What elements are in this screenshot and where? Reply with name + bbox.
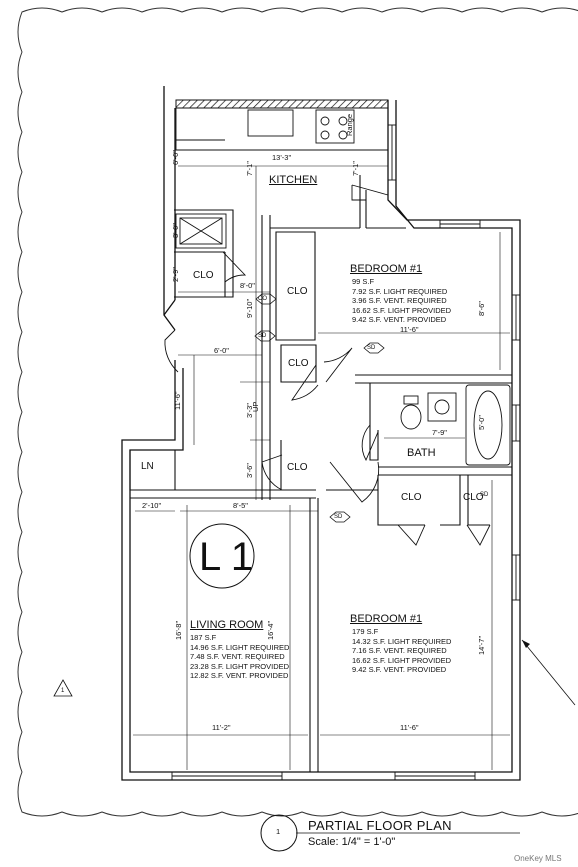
linen-closet-label: LN	[141, 461, 154, 472]
dim-kitchen-depth: 6'-0"	[171, 150, 180, 165]
closet-label-4: CLO	[287, 462, 308, 473]
unit-label: L 1	[199, 535, 254, 579]
dim-kitchen-width: 13'-3"	[272, 153, 292, 162]
dim-living-16-8: 16'-8"	[174, 620, 183, 640]
living-room-label: LIVING ROOM	[190, 619, 264, 631]
interior-walls	[129, 175, 512, 772]
dim-bath-depth: 5'-0"	[477, 415, 486, 430]
watermark: OneKey MLS	[514, 854, 562, 863]
dim-ln-2-10: 2'-10"	[142, 501, 162, 510]
kitchen-top-wall	[175, 99, 389, 109]
bedroom-top-notes: 99 S.F 7.92 S.F. LIGHT REQUIRED 3.96 S.F…	[352, 277, 452, 324]
closet-label-5: CLO	[401, 492, 422, 503]
bath-label: BATH	[407, 447, 436, 459]
dim-living-16-4: 16'-4"	[266, 620, 275, 640]
revision-marker-number: 1	[61, 688, 65, 694]
bath-fixtures	[400, 384, 511, 466]
smoke-detector-tag-3: SD	[334, 514, 343, 520]
closet-label-1: CLO	[193, 270, 214, 281]
dim-hall-11-6: 11'-6"	[173, 391, 182, 410]
dim-hall-9-10: 9'-10"	[245, 298, 254, 318]
dim-hall-3-0: 3'-0"	[171, 223, 180, 238]
dim-bath-width: 7'-9"	[432, 428, 447, 437]
dim-bedroom-top-depth: 8'-6"	[477, 301, 486, 316]
revision-triangle	[53, 679, 73, 697]
dim-bedroom-top-width: 11'-6"	[400, 325, 419, 334]
kitchen-label: KITCHEN	[269, 174, 318, 186]
dim-clo-8-0: 8'-0"	[240, 281, 255, 290]
drawing-scale: Scale: 1/4" = 1'-0"	[308, 836, 396, 848]
door-swings	[164, 251, 491, 546]
smoke-detector-tag-1: SD	[258, 333, 267, 339]
windows	[171, 124, 521, 781]
leader-arrow	[521, 639, 576, 706]
shaft-box	[175, 213, 227, 249]
closet-label-6: CLO	[463, 492, 484, 503]
dim-hall-3-6: 3'-6"	[245, 463, 254, 478]
unit-circle	[189, 523, 255, 589]
smoke-detector-tag-2: SD	[367, 345, 376, 351]
dim-kitchen-left: 7'-1"	[245, 161, 254, 176]
kitchen-fixtures	[175, 108, 389, 201]
dim-hall-6-0: 6'-0"	[214, 346, 229, 355]
dim-living-width: 11'-2"	[212, 723, 231, 732]
dim-clo-2-9: 2'-9"	[171, 267, 180, 282]
drawing-title: PARTIAL FLOOR PLAN	[308, 818, 452, 833]
dim-bedroom-bottom-width: 11'-6"	[400, 723, 419, 732]
dim-kitchen-right: 7'-1"	[351, 161, 360, 176]
closet-label-2: CLO	[287, 286, 308, 297]
stair-up-tag: UP	[251, 401, 260, 412]
closet-label-3: CLO	[288, 358, 309, 369]
dim-bedroom-bottom-depth: 14'-7"	[477, 635, 486, 655]
smoke-detector-tag-4: SD	[480, 492, 489, 498]
bedroom-bottom-notes: 179 S.F 14.32 S.F. LIGHT REQUIRED 7.16 S…	[352, 627, 452, 674]
revision-cloud-border	[17, 7, 578, 817]
range-tag: Range	[345, 113, 354, 136]
title-number: 1	[276, 827, 281, 836]
bedroom-bottom-label: BEDROOM #1	[350, 613, 423, 625]
co-detector-tag: CO	[258, 296, 267, 302]
exterior-walls	[121, 86, 521, 781]
bedroom-top-label: BEDROOM #1	[350, 263, 423, 275]
smoke-detector-tags	[254, 293, 385, 523]
dimension-lines	[133, 165, 510, 770]
living-room-notes: 187 S.F 14.96 S.F. LIGHT REQUIRED 7.48 S…	[190, 633, 290, 680]
dim-hall-8-5: 8'-5"	[233, 501, 248, 510]
